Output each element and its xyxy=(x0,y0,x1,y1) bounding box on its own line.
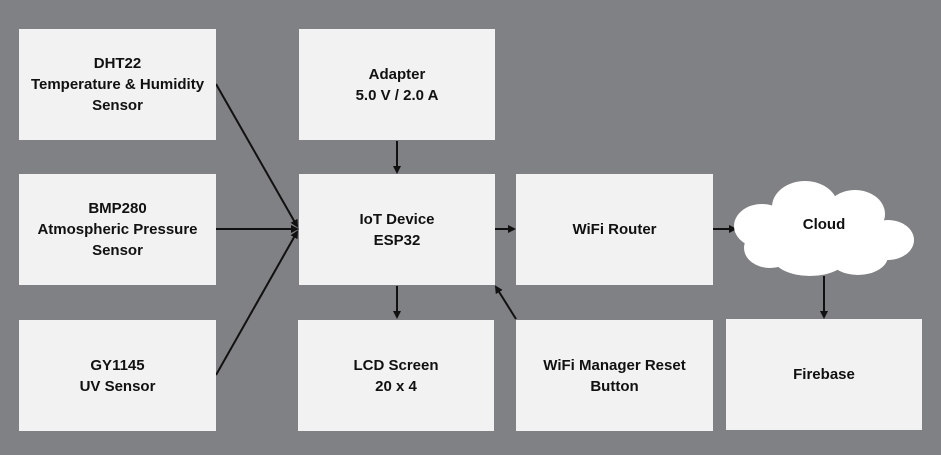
gy1145-to-iot-line xyxy=(215,230,298,376)
wifi-manager-reset-block: WiFi Manager Reset Button xyxy=(516,320,713,431)
bmp280-sensor-block: BMP280 Atmospheric Pressure Sensor xyxy=(19,174,216,285)
gy1145-title: GY1145 xyxy=(90,356,145,374)
wifi-router-block: WiFi Router xyxy=(516,174,713,285)
dht22-desc: Temperature & Humidity xyxy=(30,76,205,93)
bmp280-title: BMP280 xyxy=(88,200,147,217)
reset-title: WiFi Manager Reset xyxy=(543,356,686,374)
adapter-spec: 5.0 V / 2.0 A xyxy=(355,86,439,104)
firebase-title: Firebase xyxy=(793,366,855,383)
adapter-block: Adapter 5.0 V / 2.0 A xyxy=(299,29,495,140)
lcd-screen-block: LCD Screen 20 x 4 xyxy=(298,320,494,431)
gy1145-desc: UV Sensor xyxy=(79,377,156,395)
adapter-title: Adapter xyxy=(368,65,426,83)
firebase-block: Firebase xyxy=(726,319,922,430)
cloud-label: Cloud xyxy=(802,215,846,233)
dht22-title: DHT22 xyxy=(93,55,142,72)
lcd-size: 20 x 4 xyxy=(375,377,417,395)
cloud-shape xyxy=(734,181,914,276)
dht22-sensor-block: DHT22 Temperature & Humidity Sensor xyxy=(19,29,216,140)
gy1145-sensor-block: GY1145 UV Sensor xyxy=(19,320,216,431)
dht22-type: Sensor xyxy=(92,97,143,114)
router-title: WiFi Router xyxy=(572,221,657,238)
reset-to-iot-line xyxy=(494,285,517,320)
lcd-title: LCD Screen xyxy=(353,356,439,374)
iot-model: ESP32 xyxy=(373,231,421,249)
bmp280-type: Sensor xyxy=(92,242,143,259)
bmp280-desc: Atmospheric Pressure xyxy=(37,221,198,238)
dht22-to-iot-line xyxy=(215,83,298,228)
reset-type: Button xyxy=(590,377,639,395)
iot-title: IoT Device xyxy=(359,210,435,228)
iot-device-block: IoT Device ESP32 xyxy=(299,174,495,285)
